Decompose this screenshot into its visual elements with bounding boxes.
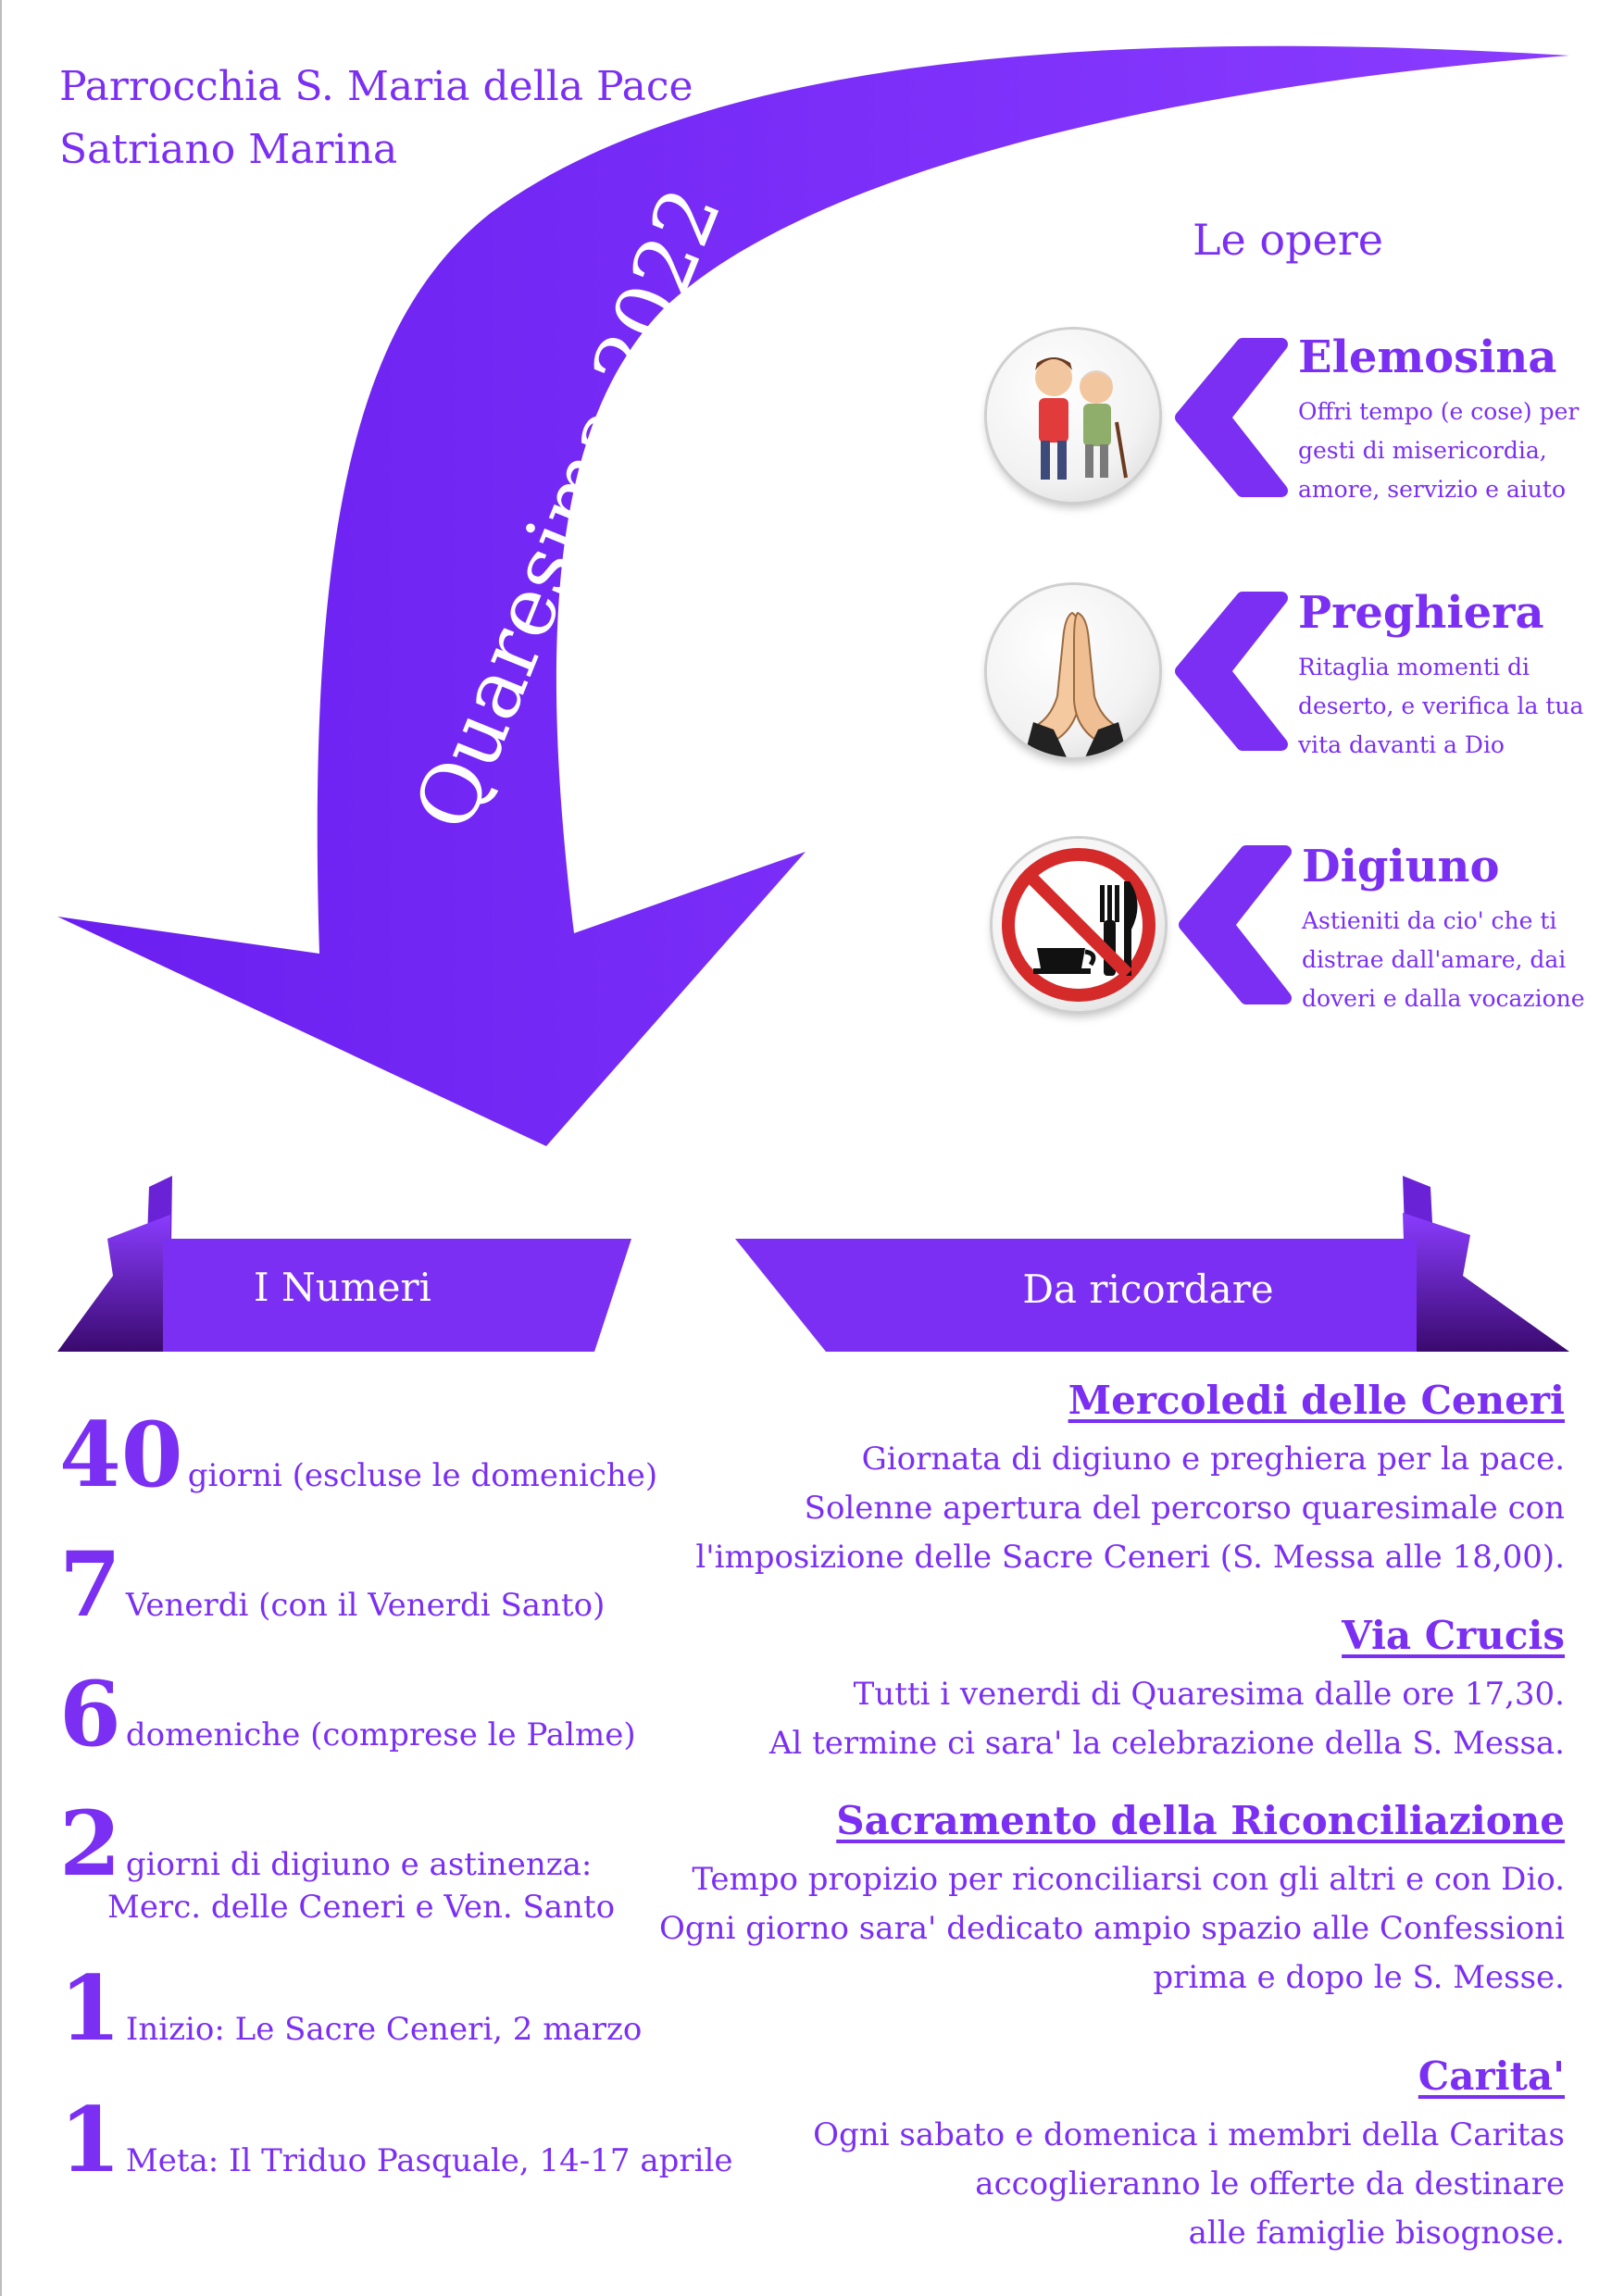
chevron-left-icon [1175,592,1288,751]
arrow-body [57,45,1569,1146]
numeri-value: 1 [59,2088,121,2192]
ricordare-section-text: Giornata di digiuno e preghiera per la p… [695,1441,1565,1576]
work-desc-preghiera: Ritaglia momenti di deserto, e verifica … [1298,654,1584,758]
numeri-value: 1 [59,1956,121,2061]
no-food-icon [993,839,1165,1011]
work-name-preghiera: Preghiera [1298,587,1544,639]
helping-elderly-icon [987,330,1159,502]
curved-arrow-graphic [57,45,1569,1146]
numeri-text: giorni di digiuno e astinenza: [125,1846,593,1883]
numeri-item: 1 Meta: Il Triduo Pasquale, 14-17 aprile [59,2096,732,2185]
numeri-text: Inizio: Le Sacre Ceneri, 2 marzo [125,2011,643,2048]
numeri-text: domeniche (comprese le Palme) [125,1716,636,1753]
work-desc-digiuno: Astieniti da cio' che ti distrae dall'am… [1302,907,1585,1012]
ricordare-section-title: Carita' [1418,2053,1565,2099]
ricordare-ribbon [735,1176,1569,1352]
numeri-ribbon [57,1176,631,1352]
opere-title: Le opere [1193,215,1383,265]
numeri-value: 6 [59,1662,121,1766]
numeri-text: Venerdi (con il Venerdi Santo) [125,1587,606,1624]
numeri-item: 2 giorni di digiuno e astinenza: [59,1800,592,1889]
ricordare-section-title: Mercoledi delle Ceneri [1068,1378,1565,1423]
numeri-text: Meta: Il Triduo Pasquale, 14-17 aprile [125,2142,733,2179]
numeri-value: 40 [59,1403,183,1507]
chevron-left-icon [1179,845,1292,1004]
ricordare-section-title: Via Crucis [1342,1613,1565,1658]
work-name-digiuno: Digiuno [1302,841,1500,892]
numeri-text: giorni (escluse le domeniche) [187,1457,658,1494]
numeri-value: 7 [59,1532,121,1637]
numeri-title: I Numeri [254,1265,431,1310]
ricordare-section-text: Tempo propizio per riconciliarsi con gli… [659,1861,1565,1996]
numeri-item: 40 giorni (escluse le domeniche) [59,1411,657,1500]
ricordare-section-text: Tutti i venerdi di Quaresima dalle ore 1… [768,1676,1565,1762]
numeri-subtext: Merc. delle Ceneri e Ven. Santo [107,1889,616,1926]
page-edge [0,0,2,2296]
numeri-value: 2 [59,1791,121,1896]
numeri-item: 1 Inizio: Le Sacre Ceneri, 2 marzo [59,1965,642,2053]
work-desc-elemosina: Offri tempo (e cose) per gesti di miseri… [1298,398,1580,503]
parish-header: Parrocchia S. Maria della Pace Satriano … [59,56,693,181]
ricordare-section-text: Ogni sabato e domenica i membri della Ca… [813,2116,1565,2252]
work-name-elemosina: Elemosina [1298,331,1557,383]
praying-hands-icon [987,585,1159,757]
numeri-item: 7 Venerdi (con il Venerdi Santo) [59,1541,605,1629]
ricordare-title: Da ricordare [1022,1267,1274,1312]
parish-name: Parrocchia S. Maria della Pace [59,63,693,110]
parish-location: Satriano Marina [59,126,398,173]
numeri-item: 6 domeniche (comprese le Palme) [59,1670,636,1759]
ricordare-section-title: Sacramento della Riconciliazione [836,1798,1565,1843]
chevron-left-icon [1175,338,1288,497]
